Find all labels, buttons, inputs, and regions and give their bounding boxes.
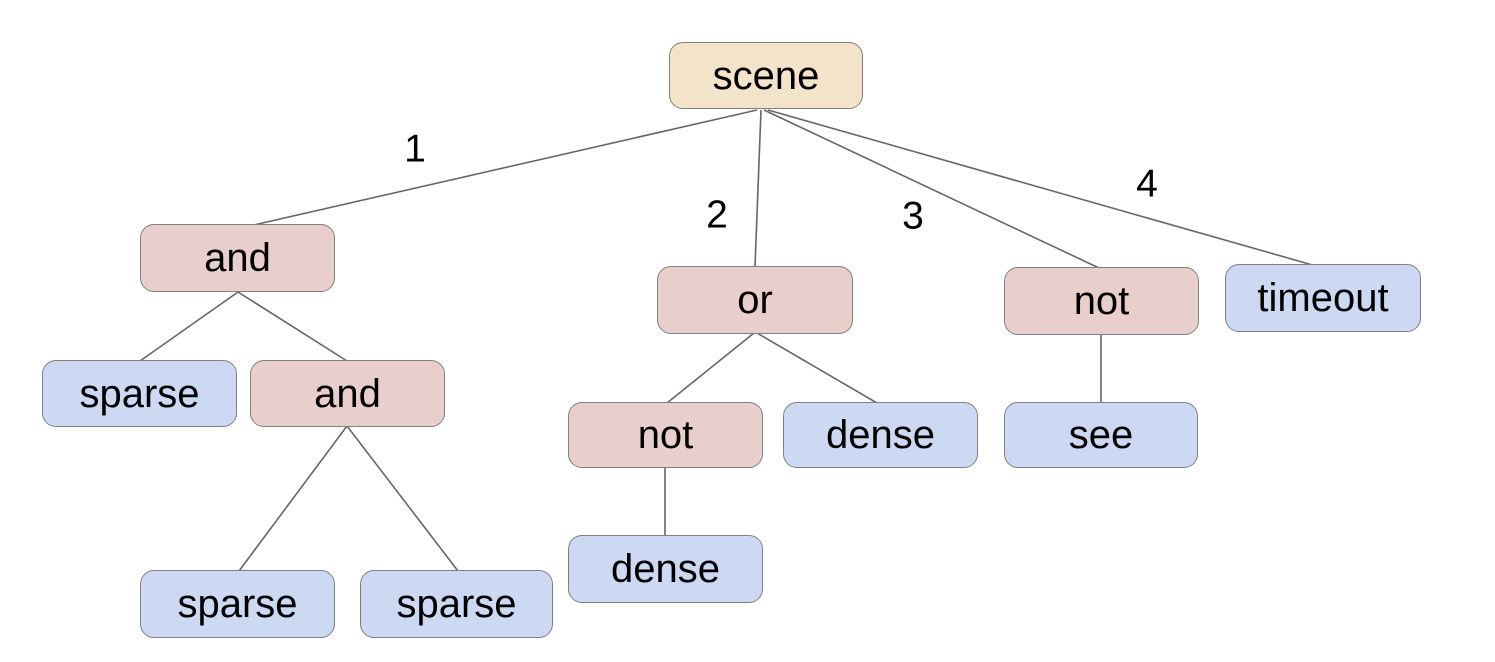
edge-and1-sparse1 xyxy=(139,291,239,362)
edge-scene-and1 xyxy=(244,109,758,228)
edge-and1-and2 xyxy=(237,291,348,362)
edge-label-3: 3 xyxy=(902,194,924,238)
edge-label-4: 4 xyxy=(1136,162,1158,206)
node-timeout: timeout xyxy=(1225,264,1421,332)
node-sparse-1-label: sparse xyxy=(79,371,200,416)
edge-or-not2 xyxy=(666,332,755,404)
node-sparse-1: sparse xyxy=(42,360,237,427)
node-sparse-2: sparse xyxy=(140,570,335,638)
node-and-1-label: and xyxy=(204,236,271,280)
node-not-2: not xyxy=(568,402,763,468)
edge-and2-sparse2 xyxy=(238,425,348,572)
node-and-1: and xyxy=(140,224,335,292)
node-sparse-3: sparse xyxy=(360,570,553,638)
node-scene-label: scene xyxy=(712,53,820,98)
edge-or-dense1 xyxy=(756,332,878,404)
node-sparse-3-label: sparse xyxy=(396,582,517,626)
edge-and2-sparse3 xyxy=(346,425,459,572)
node-not-1-label: not xyxy=(1073,279,1130,323)
edge-label-1: 1 xyxy=(404,127,426,171)
edge-label-2: 2 xyxy=(706,193,728,237)
node-and-2-label: and xyxy=(314,371,381,416)
node-not-1: not xyxy=(1004,267,1199,335)
node-dense-2-label: dense xyxy=(611,547,720,591)
edge-scene-timeout xyxy=(767,109,1317,267)
node-not-2-label: not xyxy=(637,413,694,457)
node-or-1: or xyxy=(657,266,853,334)
node-scene: scene xyxy=(669,42,863,109)
node-dense-1-label: dense xyxy=(826,413,935,457)
node-timeout-label: timeout xyxy=(1257,276,1389,320)
node-see-label: see xyxy=(1068,413,1134,457)
node-dense-2: dense xyxy=(568,535,763,603)
edge-scene-or xyxy=(754,109,762,268)
node-or-1-label: or xyxy=(737,278,773,322)
node-sparse-2-label: sparse xyxy=(177,582,298,626)
node-dense-1: dense xyxy=(783,402,978,468)
node-see: see xyxy=(1004,402,1198,468)
node-and-2: and xyxy=(250,360,445,427)
edge-scene-not1 xyxy=(763,109,1100,269)
